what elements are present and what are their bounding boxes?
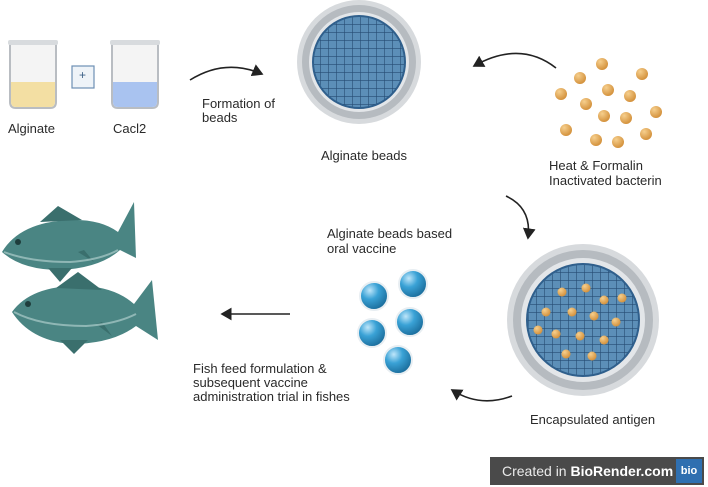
formation-label-line1: Formation of xyxy=(202,96,275,111)
formation-label-line2: beads xyxy=(202,110,238,125)
arrow-icon xyxy=(189,64,264,81)
badge-prefix: Created in xyxy=(502,463,571,479)
vaccine-label-line2: oral vaccine xyxy=(327,241,397,256)
biorender-badge[interactable]: Created in BioRender.com bio xyxy=(490,457,704,485)
badge-brand: BioRender.com xyxy=(570,463,674,479)
alginate-bead-icon xyxy=(357,269,428,375)
arrow-icon xyxy=(505,195,536,240)
encapsulated-label: Encapsulated antigen xyxy=(530,412,656,427)
alginate-beads-label: Alginate beads xyxy=(321,148,408,163)
alginate-label: Alginate xyxy=(8,121,55,136)
badge-text: Created in BioRender.com xyxy=(490,463,673,479)
fish-icon xyxy=(2,202,136,282)
cacl2-beaker-icon xyxy=(110,40,160,109)
arrow-icon xyxy=(450,389,513,402)
plus-box xyxy=(71,65,95,89)
fish-icon xyxy=(12,272,158,354)
fish-label-line1: Fish feed formulation & xyxy=(193,361,327,376)
alginate-beaker-icon xyxy=(8,40,58,109)
biorender-logo-icon: bio xyxy=(676,459,702,483)
petri-dish-icon xyxy=(297,0,421,124)
encapsulated-dish-icon xyxy=(507,244,659,396)
fish-label-line3: administration trial in fishes xyxy=(193,389,350,404)
cacl2-label: Cacl2 xyxy=(113,121,147,136)
bacteria-cluster-icon xyxy=(555,58,662,148)
fish-label-line2: subsequent vaccine xyxy=(193,375,308,390)
plus-sign: + xyxy=(79,68,87,82)
vaccine-label-line1: Alginate beads based xyxy=(327,226,453,241)
arrow-icon xyxy=(472,52,557,69)
heat-label-line2: Inactivated bacterin xyxy=(549,173,662,188)
heat-label-line1: Heat & Formalin xyxy=(549,158,643,173)
